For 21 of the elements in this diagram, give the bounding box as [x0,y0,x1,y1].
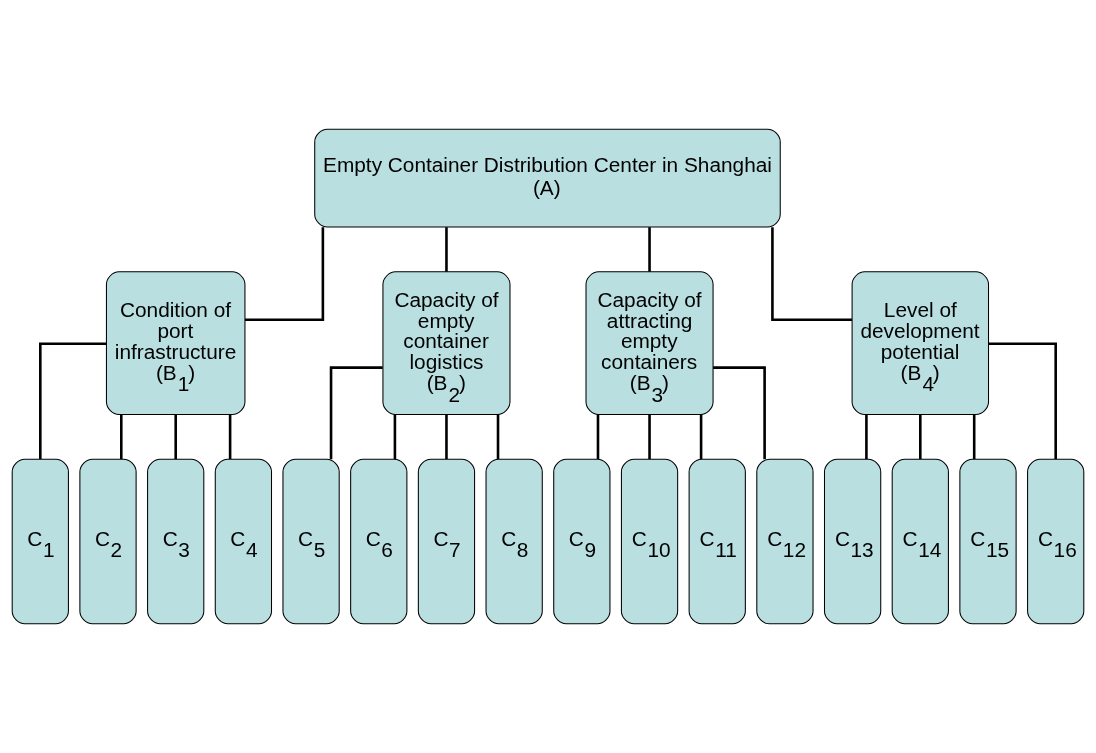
connector [713,366,766,460]
connector [393,414,397,460]
connector [648,227,651,272]
connector [245,227,325,322]
connector [39,342,107,460]
connector [919,414,922,460]
connector [596,414,600,460]
connector [228,414,232,460]
connector [445,414,448,460]
connector [771,227,852,322]
connector [174,414,177,460]
connector [972,414,976,460]
connector [865,414,868,460]
connector [648,414,651,460]
connector [496,414,500,460]
connector [699,414,703,460]
connector [445,227,448,272]
connector [988,342,1057,460]
connector [329,366,383,460]
node-box: Empty Container Distribution Center in Shanghai (A) [314,128,781,228]
connector [120,414,123,460]
